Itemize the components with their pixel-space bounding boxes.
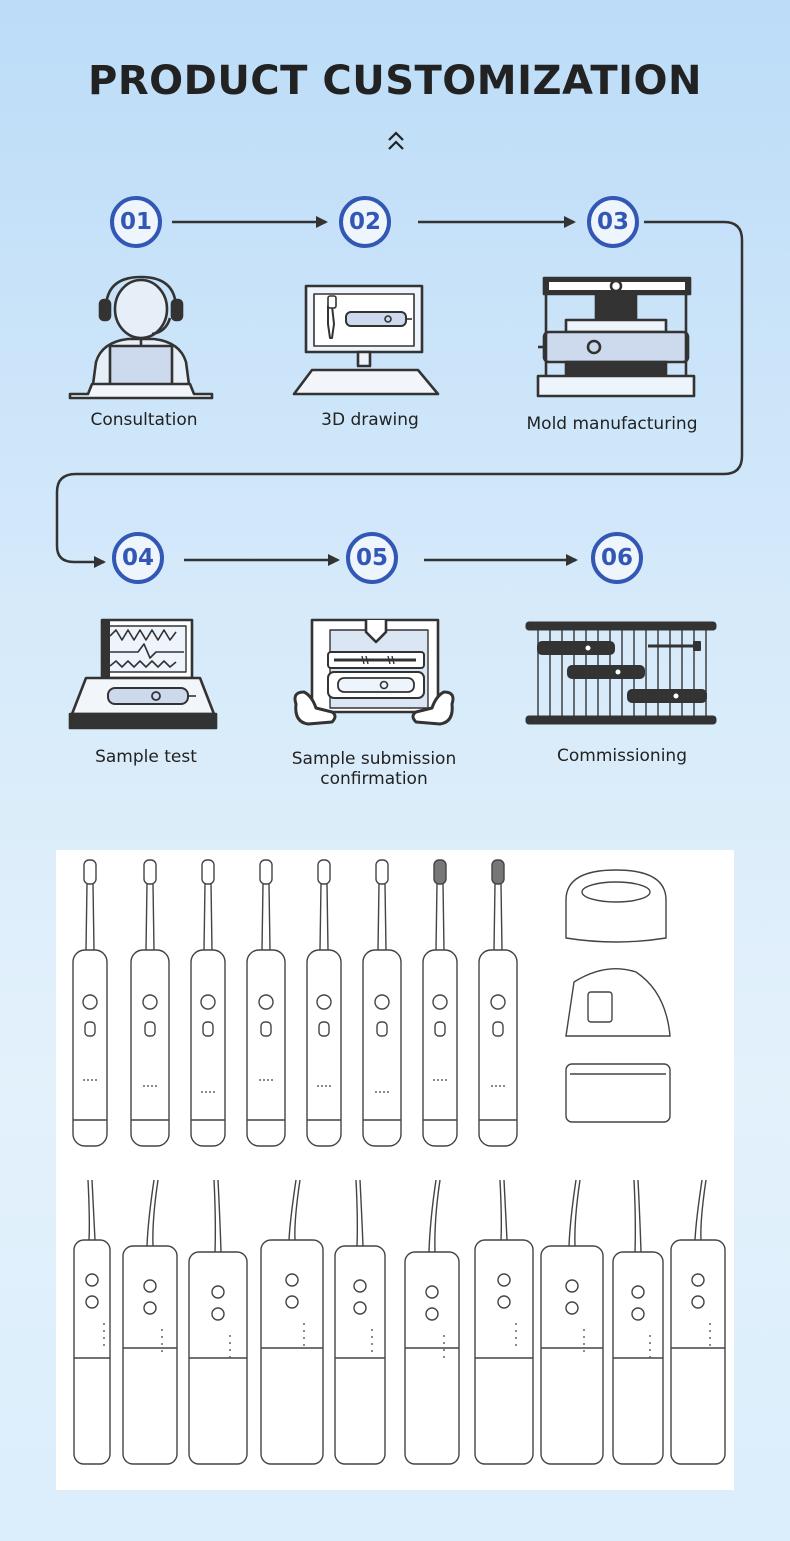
step-label-sample-submission: Sample submission confirmation [291,749,457,789]
step-number-05: 05 [346,532,398,584]
step-number-04: 04 [112,532,164,584]
step-label-3d-drawing: 3D drawing [321,410,419,430]
water-flosser-drawing [260,1179,324,1465]
product-line-drawings [72,859,726,1465]
toothbrush-drawing [72,859,108,1147]
test-screen-waveform-icon [68,618,218,730]
water-flosser-drawing [404,1179,460,1465]
toothbrush-drawing [190,859,226,1147]
production-rack-icon [525,621,717,725]
toothbrush-drawing [246,859,286,1147]
step-number-03: 03 [587,196,639,248]
water-flosser-drawing [670,1179,726,1465]
chevron-up-icon [388,131,404,150]
toothbrush-drawing [306,859,342,1147]
monitor-toothbrush-icon [292,284,440,396]
step-label-commissioning: Commissioning [556,746,687,766]
toothbrush-drawing [362,859,402,1147]
charger-base-drawing [565,1063,671,1123]
toothbrush-drawing [422,859,458,1147]
step-label-consultation: Consultation [90,410,198,430]
water-flosser-drawing [474,1179,534,1465]
process-flow-arrows [55,216,744,568]
step-number-06: 06 [591,532,643,584]
water-flosser-drawing [122,1179,178,1465]
product-catalog-panel [56,850,734,1490]
toothbrush-drawing [130,859,170,1147]
charger-base-drawing [565,967,671,1037]
charger-base-drawing [565,869,667,943]
toothbrush-drawing [478,859,518,1147]
step-number-01: 01 [110,196,162,248]
press-mold-icon [536,276,696,398]
water-flosser-drawing [73,1179,111,1465]
water-flosser-drawing [334,1179,386,1465]
hands-holding-sample-icon [293,618,455,726]
water-flosser-drawing [188,1179,248,1465]
step-label-mold-manufacturing: Mold manufacturing [526,414,698,434]
page-title: PRODUCT CUSTOMIZATION [88,58,702,104]
step-label-sample-test: Sample test [95,747,197,767]
water-flosser-drawing [540,1179,604,1465]
step-number-02: 02 [339,196,391,248]
water-flosser-drawing [612,1179,664,1465]
headset-person-laptop-icon [68,275,214,400]
